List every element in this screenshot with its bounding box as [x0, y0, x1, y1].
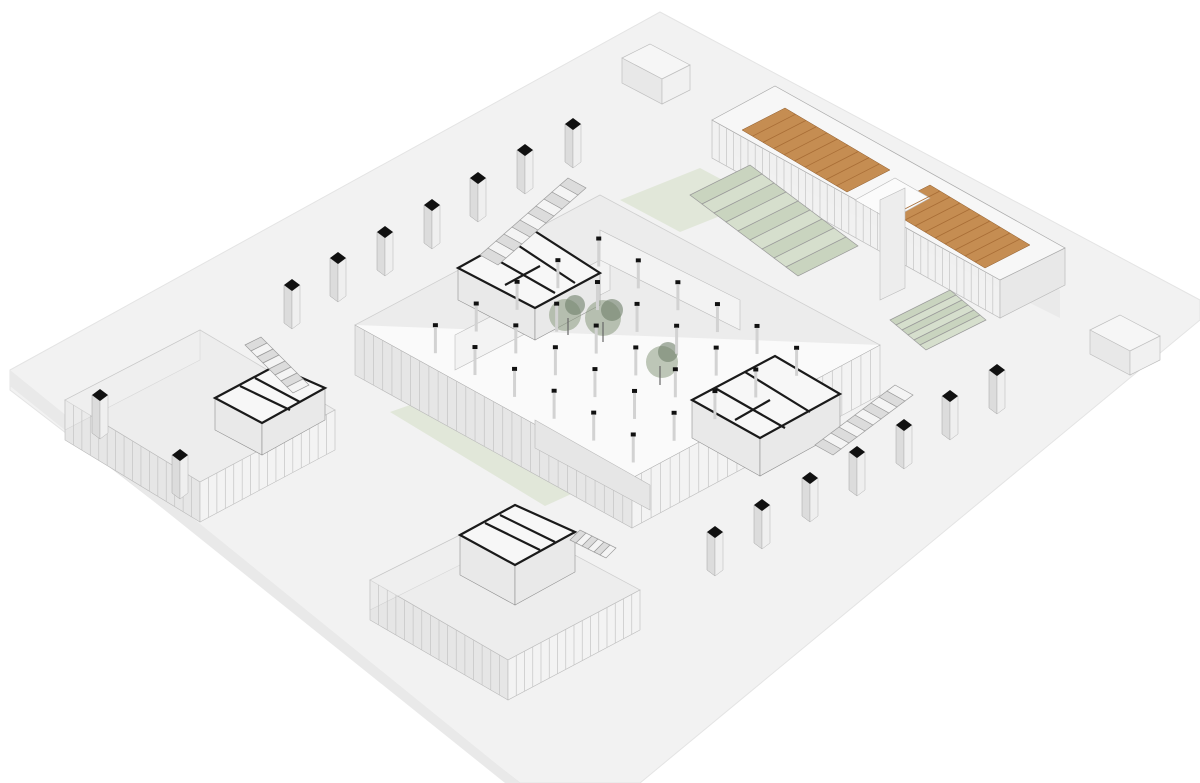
- courtyard-tree: [646, 342, 678, 385]
- green-amphitheatre-stair: [689, 164, 859, 277]
- south-pavilion: [369, 503, 641, 701]
- column-marker: [472, 345, 478, 350]
- inner-partition-wall: [534, 419, 651, 511]
- column-marker: [671, 410, 677, 415]
- column-marker: [513, 323, 519, 328]
- stair-step: [559, 177, 587, 196]
- freestanding-pillars: [91, 118, 1006, 577]
- east-green-stair: [889, 289, 987, 351]
- freestanding-pillar: [469, 172, 487, 223]
- column-marker: [632, 388, 638, 393]
- facade-fins: [73, 405, 327, 518]
- facade-fins: [378, 585, 633, 696]
- column-marker: [596, 236, 602, 241]
- timber-slat: [974, 238, 1021, 263]
- freestanding-pillar: [988, 364, 1006, 415]
- column-marker: [593, 323, 599, 328]
- column-marker: [512, 366, 518, 371]
- column-marker: [591, 410, 597, 415]
- column-marker: [594, 280, 600, 285]
- column-marker: [592, 367, 598, 372]
- column-marker: [473, 301, 479, 306]
- screen-fins: [718, 124, 994, 314]
- freestanding-pillar: [753, 499, 771, 550]
- column-marker: [674, 323, 680, 328]
- timber-slat: [954, 226, 1001, 251]
- column-marker: [672, 367, 678, 372]
- timber-slat: [762, 120, 807, 143]
- timber-slat: [924, 208, 971, 233]
- column-marker: [754, 323, 760, 328]
- timber-slat: [794, 138, 838, 162]
- east-kiosk: [1089, 314, 1161, 376]
- column-marker: [514, 279, 520, 284]
- stair-step: [785, 236, 859, 277]
- freestanding-pillar: [564, 118, 582, 169]
- freestanding-pillar: [848, 446, 866, 497]
- timber-slat: [825, 157, 870, 180]
- elevated-timber-block: [711, 85, 1066, 319]
- structural-column-grid: [432, 236, 800, 463]
- freestanding-pillar: [283, 279, 301, 330]
- freestanding-pillar: [423, 199, 441, 250]
- column-marker: [794, 345, 800, 350]
- stair-step: [886, 384, 914, 402]
- column-marker: [713, 345, 719, 350]
- column-marker: [634, 301, 640, 306]
- freestanding-pillar: [941, 390, 959, 441]
- freestanding-pillar: [91, 389, 109, 440]
- column-marker: [675, 280, 681, 285]
- south-pavilion-core: [457, 503, 578, 606]
- north-exterior-stair: [479, 177, 587, 266]
- freestanding-pillar: [516, 144, 534, 195]
- north-kiosk: [621, 43, 691, 105]
- west-pavilion-stair: [244, 336, 310, 394]
- east-exterior-stair: [814, 384, 914, 456]
- column-marker: [555, 258, 561, 263]
- main-courtyard-block: [354, 194, 881, 529]
- column-marker: [630, 432, 636, 437]
- timber-slat: [914, 202, 961, 227]
- timber-slat: [836, 163, 880, 187]
- timber-slat: [783, 132, 828, 156]
- freestanding-pillar: [801, 472, 819, 523]
- timber-slat: [934, 214, 981, 239]
- column-marker: [551, 388, 557, 393]
- timber-slat: [804, 144, 849, 168]
- timber-slat: [964, 232, 1011, 257]
- east-service-core: [689, 354, 843, 477]
- timber-slat: [904, 196, 951, 221]
- column-marker: [552, 345, 558, 350]
- column-marker: [753, 367, 759, 372]
- green-landscape-strip: [390, 398, 580, 506]
- stair-step: [919, 314, 987, 351]
- freestanding-pillar: [376, 226, 394, 277]
- freestanding-pillar: [706, 526, 724, 577]
- stair-step: [286, 378, 310, 394]
- column-marker: [554, 301, 560, 306]
- freestanding-pillar: [895, 419, 913, 470]
- freestanding-pillar: [171, 449, 189, 500]
- timber-slat: [944, 220, 991, 245]
- south-pavilion-stair: [569, 529, 617, 559]
- timber-block-support-wall: [879, 187, 906, 301]
- timber-slat: [815, 151, 859, 174]
- timber-slat: [773, 126, 817, 149]
- column-marker: [714, 302, 720, 307]
- timber-slat: [752, 113, 796, 137]
- stair-step: [599, 544, 617, 559]
- freestanding-pillar: [329, 252, 347, 303]
- column-marker: [712, 389, 718, 394]
- column-marker: [635, 258, 641, 263]
- column-marker: [633, 345, 639, 350]
- timber-slats: [752, 113, 1021, 263]
- column-marker: [432, 323, 438, 328]
